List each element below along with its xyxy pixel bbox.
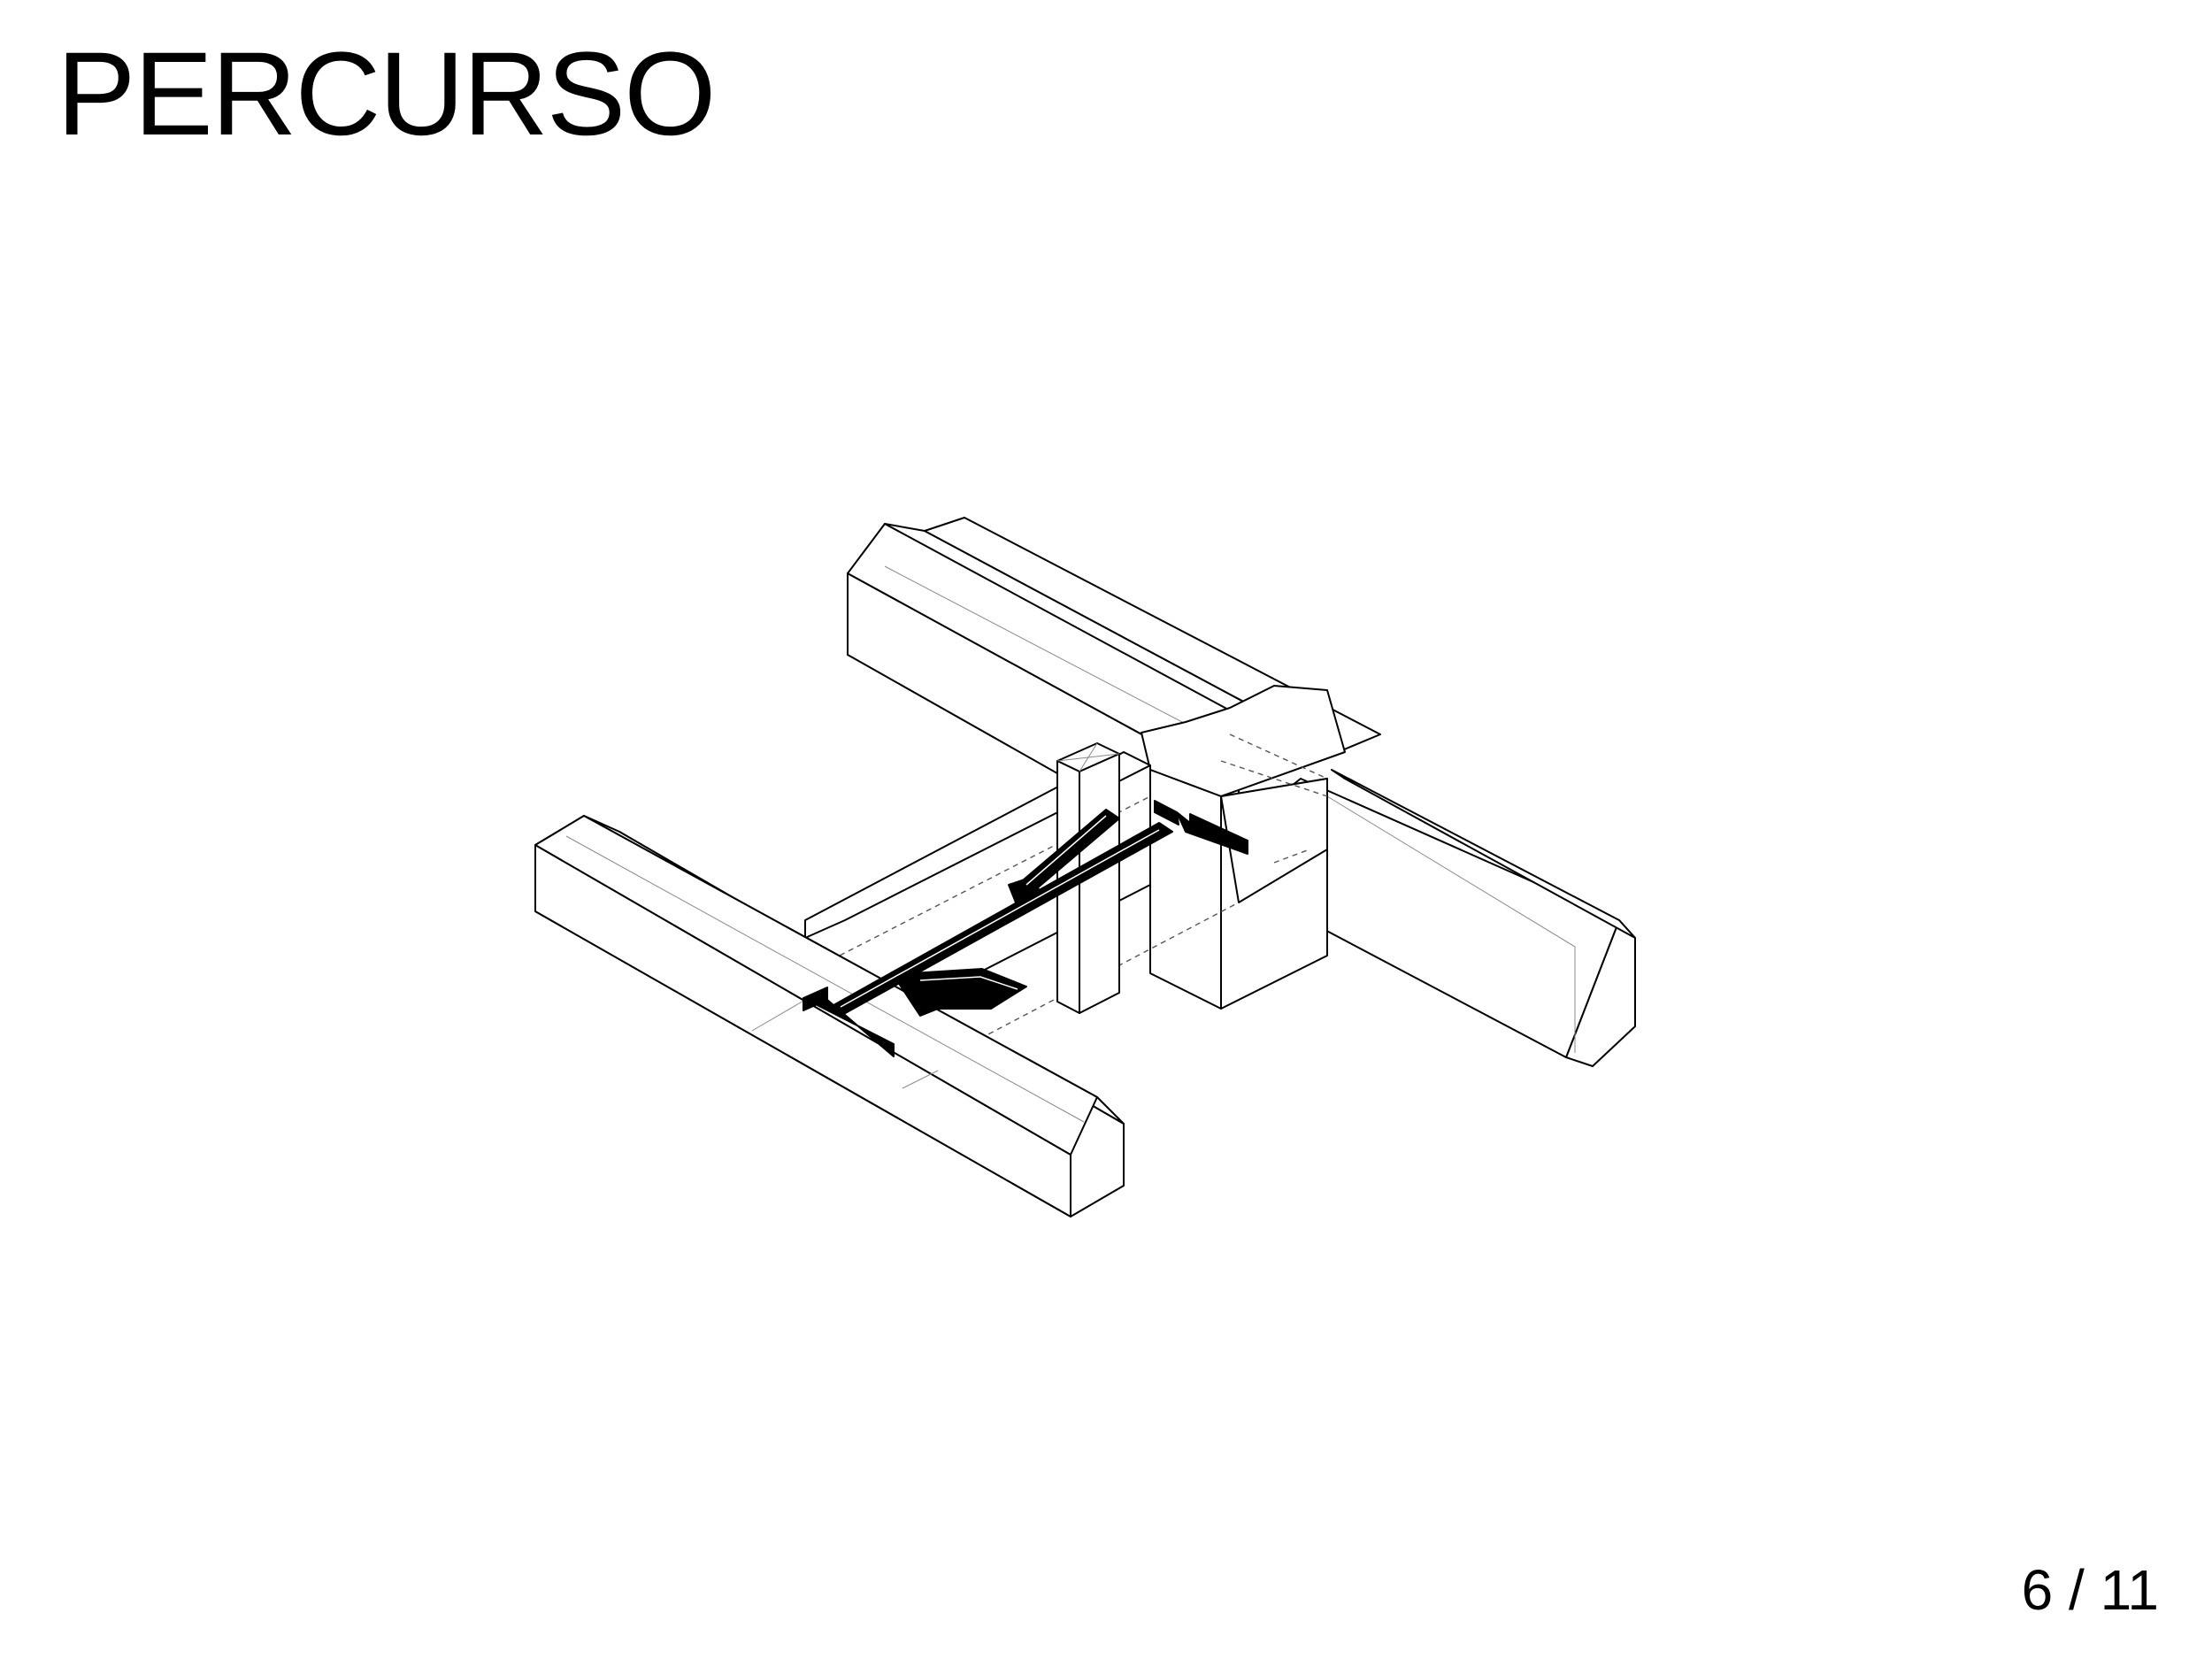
page-indicator: 6 / 11: [2021, 1558, 2159, 1622]
page-title: PERCURSO: [57, 28, 716, 160]
building-wing-southwest: [534, 815, 1125, 1217]
circulation-path: [803, 800, 1248, 1057]
building-wing-northeast: [847, 517, 1636, 1067]
